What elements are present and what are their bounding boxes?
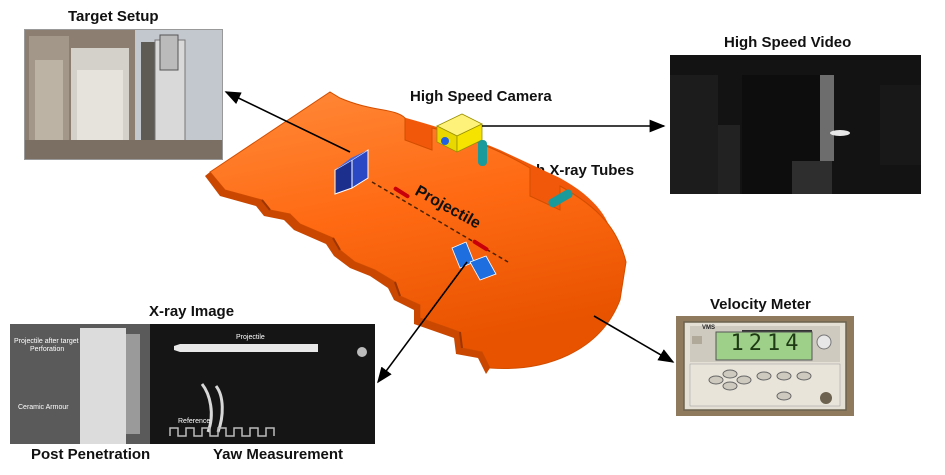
xray-label-reference: Reference: [178, 418, 211, 425]
xray-label-perforation: Perforation: [30, 346, 65, 353]
xray-tube-1: [478, 140, 487, 166]
high-speed-video-frame: [670, 55, 921, 194]
velocity-meter-reading: 1214: [730, 331, 804, 356]
high-speed-video-caption: High Speed Video: [724, 34, 852, 51]
target-setup-photo: [24, 29, 223, 160]
arrow-to-xray-image: [377, 261, 468, 384]
xray-image-caption: X-ray Image: [149, 303, 235, 320]
target-block-top: [335, 150, 368, 170]
arrow-to-target-setup: [224, 91, 351, 153]
high-speed-camera-caption: High Speed Camera: [410, 88, 552, 105]
xray-label-ceramic-armour: Ceramic Armour: [18, 404, 69, 411]
tube-slot-notches: [261, 199, 463, 349]
projectile-trajectory: [371, 181, 509, 263]
camera-lens-icon: [441, 137, 449, 145]
arrow-to-velocity-meter: [593, 315, 675, 363]
projectile-mark-2: [472, 239, 489, 252]
yaw-measurement-caption: Yaw Measurement: [213, 446, 344, 463]
velocity-meter-photo: VMS 1214: [676, 316, 854, 416]
xray-image-panel: Projectile after target Perforation Cera…: [10, 324, 375, 444]
xray-label-projectile-after-target: Projectile after target: [14, 338, 79, 345]
xray-film-plate-2: [469, 255, 497, 281]
velocity-meter-caption: Velocity Meter: [710, 296, 811, 313]
xray-label-projectile: Projectile: [236, 334, 265, 341]
post-penetration-caption: Post Penetration: [31, 446, 151, 463]
tube-front-rim: [205, 172, 490, 374]
xray-tube-2: [548, 189, 573, 208]
projectile-mark-1: [393, 186, 410, 199]
target-setup-caption: Target Setup: [68, 8, 159, 25]
velocity-meter-brand: VMS: [702, 325, 716, 331]
